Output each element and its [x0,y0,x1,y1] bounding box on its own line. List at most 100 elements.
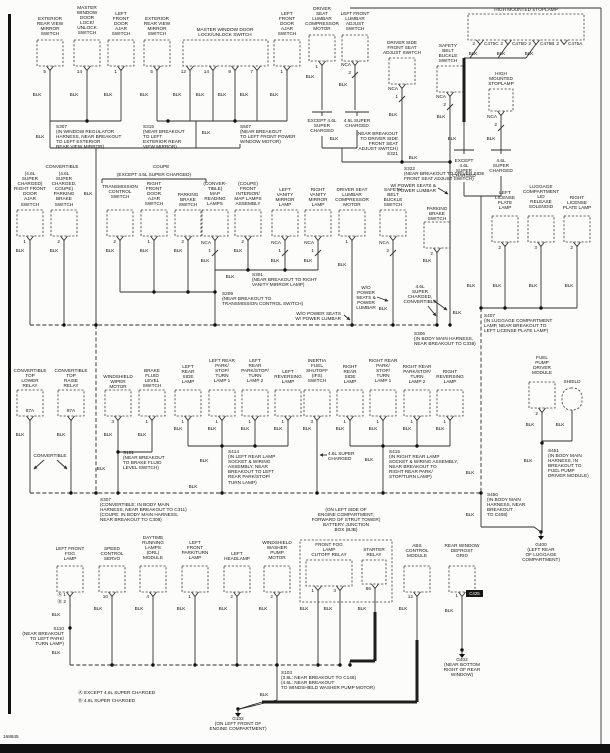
pin-label: 1 [443,419,446,424]
component-box [308,34,336,62]
component-label: (COUPE) FRONT INTERIOR/ MAP LAMPS ASSEMB… [234,181,262,207]
pin-label: 12 [180,69,186,74]
splice-label: S209 (NEAR BREAKOUT TO TRANSMISSION CONT… [222,291,304,307]
connector-chevron [476,39,484,46]
component-label: LEFT REVERSING LAMP [274,369,302,385]
component-label: RIGHT REVERSING LAMP [436,369,464,385]
splice-dot [448,323,452,327]
pointer-arrow [343,314,351,321]
wire-color-label: BLK [51,612,61,617]
component-box [388,57,416,85]
pin-label: 2 [528,41,531,46]
pin-label: 1 [248,419,251,424]
wire-color-label: BLK [35,134,45,139]
splice-dot [94,323,98,327]
pointer-arrow [376,296,389,302]
connector-chevron [458,591,466,598]
wire-color-label: BLK [447,136,457,141]
component-label: RIGHT FRONT DOOR AJAR SWITCH [144,181,164,207]
component-box [403,389,431,417]
pin-label: 3 [310,419,313,424]
wire-color-label: BLK [388,112,398,117]
component-box [361,559,387,585]
pointer-arrow [56,459,68,470]
component-box [561,387,583,411]
connector-chevron [281,235,289,242]
wire-color-label: BLK [139,92,149,97]
component-box [436,389,464,417]
connector-chevron [60,235,68,242]
component-label: DAYTIME RUNNING LAMPS (DRL) MODULE [142,535,164,561]
footnote-label: Ⓑ 4.6L SUPER CHARGED [78,698,136,703]
component-label: PARKING BRAKE SWITCH [177,192,199,208]
component-box [73,39,101,67]
splice-label: (NEAR BREAKOUT TO DRIVER SIDE FRONT SEAT… [356,131,398,157]
splice-dot [400,160,404,164]
component-label: HIGH MOUNTED STOPLAMP [494,7,558,12]
wire-color-label: BLK [199,458,209,463]
component-box [491,215,519,243]
wire-color-label: BLK [302,426,312,431]
splice-dot [220,491,224,495]
component-box [528,381,556,409]
component-label: (ON LEFT SIDE OF ENGINE COMPARTMENT, FOR… [311,507,381,533]
pin-label: 5 [150,69,153,74]
pin-label: 7 [250,69,253,74]
connector-chevron [501,241,509,248]
component-label: RIGHT REAR PARK/STOP/ TURN LAMP 2 [402,364,432,385]
pin-label: 2 [535,411,538,416]
wire-color-label: BLK [200,258,210,263]
component-label: (4.6L SUPER CHARGED, COUPE) PARKING BRAK… [51,171,77,207]
diagram-id: 168845 [3,734,19,739]
component-box [527,215,555,243]
splice-dot [68,626,72,630]
splice-dot [94,491,98,495]
ground-symbol [235,713,241,717]
wire-color-label: BLK [329,136,339,141]
note-label: W/O POWER SEATS & POWER LUMBAR [356,285,376,311]
splice-label: S307 (IN WINDOW REGULATOR HARNESS, NEAR … [56,124,122,150]
note-label: CONVERTIBLE [33,453,67,458]
pin-label: 2 [230,594,233,599]
component-box [234,209,262,237]
component-box [338,209,366,237]
wire-color-label: BLK [305,74,315,79]
note-label: (EXCEPT 4.6L SUPER CHARGED) [116,172,192,177]
splice-dot [503,306,507,310]
component-label: RIGHT REAR PARK/ STOP/ TURN LAMP 1 [368,358,398,384]
splice-dot [539,306,543,310]
connector-chevron [446,415,454,422]
pin-label: 14 [203,69,209,74]
component-label: FRONT FOG LAMP CUTOFF RELAY [311,542,347,558]
wire-color-label: BLK [357,606,367,611]
connector-chevron [314,585,322,592]
component-box [143,39,171,67]
component-label: LEFT FRONT DOOR AJAR SWITCH [111,11,131,37]
nca-slash [314,249,322,257]
pin-label: 4 [146,594,149,599]
splice-label: S307 (CONVERTIBLE: IN BODY MAIN HARNESS,… [100,497,187,523]
component-label: EXTERIOR REAR VIEW MIRROR SWITCH [36,16,64,37]
wire-color-label: BLK [188,484,198,489]
connector-chevron [209,65,217,72]
connector-chevron [318,60,326,67]
pin-label: 2 [570,245,573,250]
pin-label: 2 [498,245,501,250]
component-label: RIGHT REAR SIDE LAMP [342,364,358,385]
pin-label: 2 [270,594,273,599]
pin-label: 1 [281,419,284,424]
wire-color-label: BLK [523,458,533,463]
wire-color-label: BLK [270,258,280,263]
pin-label: 1 [455,593,458,598]
wire-color-label: BLK [96,466,106,471]
wire-color-label: BLK [259,692,269,697]
component-box [104,389,132,417]
connector-chevron [244,235,252,242]
wire-color-label: BLK [465,470,475,475]
pin-label: 5 [43,69,46,74]
wire-color-label: BLK [173,248,183,253]
splice-dot [435,323,439,327]
connector-chevron [117,65,125,72]
splice-dot [213,323,217,327]
splice-label: S415 (IN RIGHT REAR LAMP SOCKET & WIRING… [389,449,459,480]
